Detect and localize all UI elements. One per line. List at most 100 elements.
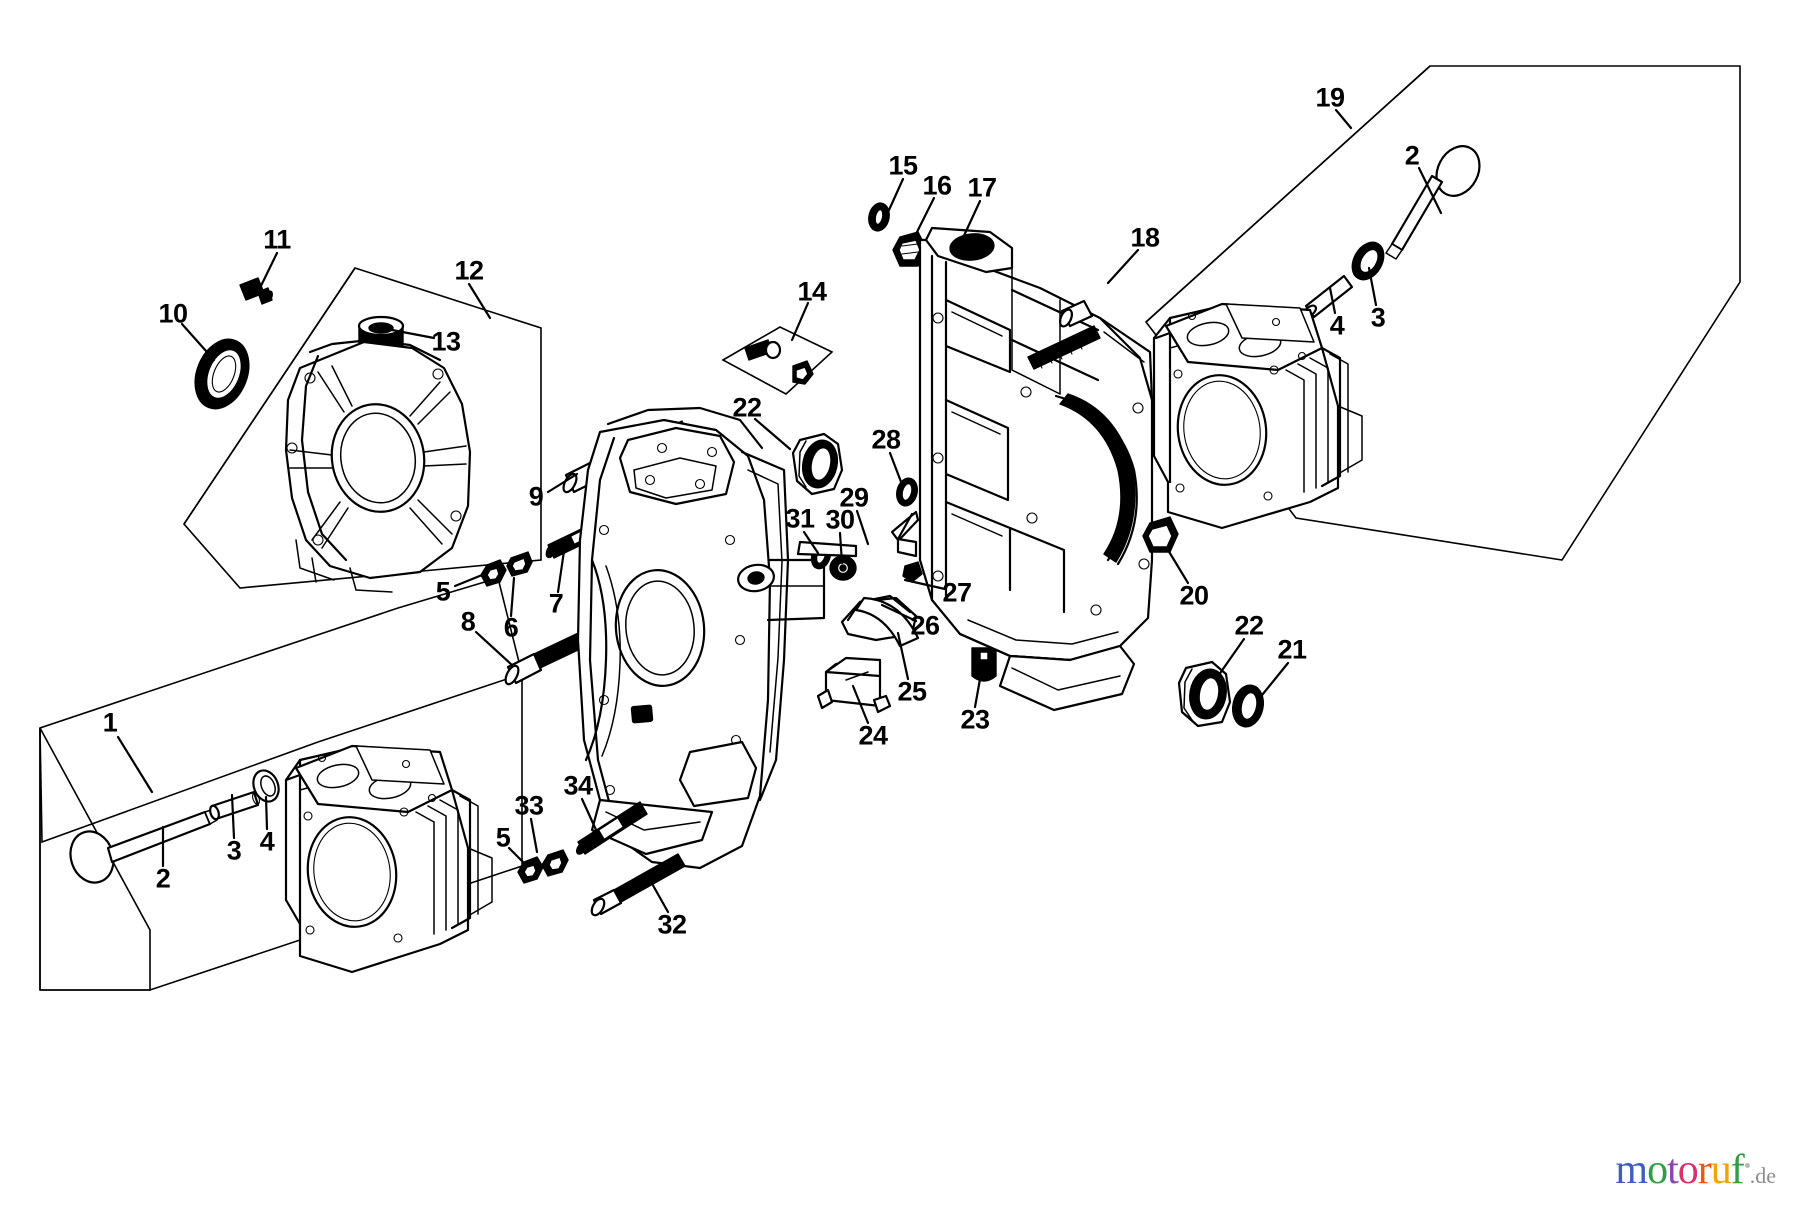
callout-seal-ring: 21 bbox=[1277, 634, 1307, 665]
callout-stud-lower: 34 bbox=[563, 770, 593, 801]
drain-plug-20 bbox=[1142, 516, 1179, 553]
leader-line-stud-bolt bbox=[1106, 248, 1140, 285]
leader-line-lock-washer-center bbox=[453, 571, 489, 588]
leader-line-bushing bbox=[973, 666, 984, 709]
leader-line-hex-head-bolt-short bbox=[546, 472, 579, 494]
callout-cylinder-head-group-left: 1 bbox=[102, 707, 118, 738]
valve-guide-left bbox=[209, 790, 260, 821]
callout-breather-valve: 24 bbox=[858, 720, 888, 751]
leader-line-pin-and-plug-kit bbox=[790, 301, 810, 342]
callout-valve-seal-right: 3 bbox=[1370, 302, 1386, 333]
leader-line-oil-seal-housing-left bbox=[753, 417, 792, 451]
callout-oil-seal-housing-left: 22 bbox=[732, 392, 762, 423]
leader-line-governor-bushing bbox=[390, 328, 436, 340]
leader-line-crankcase bbox=[960, 199, 982, 242]
watermark-letter-f-6: f bbox=[1730, 1147, 1745, 1193]
group-17-crankcase bbox=[868, 202, 1154, 712]
watermark-letter-u-5: u bbox=[1710, 1147, 1732, 1193]
leader-line-washer-small bbox=[838, 531, 844, 565]
watermark-letter-t-2: t bbox=[1667, 1147, 1679, 1193]
group-12-closure-plate bbox=[182, 267, 542, 593]
leader-line-valve-seal-left bbox=[264, 795, 269, 831]
callout-hex-head-bolt-short: 9 bbox=[528, 481, 544, 512]
leader-line-cylinder-head-group-right bbox=[1334, 108, 1353, 130]
callout-stud-bolt: 18 bbox=[1130, 222, 1160, 253]
group-1-left-cylinder-head bbox=[39, 576, 523, 991]
leader-line-valve-seal-right bbox=[1367, 266, 1378, 307]
leader-line-drain-plug bbox=[1166, 548, 1190, 585]
leader-line-oil-seal bbox=[180, 322, 216, 362]
leader-line-baffle-plate bbox=[896, 631, 910, 681]
leader-line-valve-guide-left bbox=[230, 793, 236, 840]
callout-baffle-plate: 25 bbox=[897, 676, 927, 707]
callout-oil-fill-gasket: 15 bbox=[888, 150, 918, 181]
leader-line-stud-lower bbox=[580, 797, 599, 834]
leader-line-washer-lower bbox=[507, 846, 529, 868]
leader-line-oil-fill-plug bbox=[915, 196, 936, 234]
callout-hex-head-bolt-long: 8 bbox=[460, 606, 476, 637]
callout-valve-right: 2 bbox=[1404, 140, 1420, 171]
watermark-letter-o-3: o bbox=[1677, 1147, 1699, 1193]
stud-bolt-18 bbox=[1027, 299, 1101, 370]
oil-seal-10 bbox=[194, 338, 250, 410]
callout-valve-seal-left: 4 bbox=[259, 826, 275, 857]
leader-line-breather-valve bbox=[851, 684, 870, 725]
nut-5 bbox=[480, 559, 507, 587]
callout-lock-washer-lower: 33 bbox=[514, 790, 544, 821]
leader-line-dowel-pin bbox=[556, 549, 566, 594]
callout-governor-bushing: 13 bbox=[431, 326, 461, 357]
oil-seal-housing-22a bbox=[791, 432, 844, 496]
leader-line-oil-pickup-clip bbox=[880, 603, 918, 623]
valve-seal-left bbox=[252, 769, 280, 803]
callout-crankcase: 17 bbox=[967, 172, 997, 203]
watermark-motoruf: motoruf.de bbox=[1615, 1149, 1776, 1191]
watermark-suffix: .de bbox=[1749, 1163, 1776, 1188]
callout-valve-guide-right: 4 bbox=[1329, 310, 1345, 341]
leader-line-valve-guide-right bbox=[1328, 286, 1337, 315]
cylinder-head-casting-left bbox=[284, 744, 493, 974]
screw-11 bbox=[239, 277, 273, 305]
callout-washer-lower: 5 bbox=[495, 822, 511, 853]
leader-line-hex-bolt-lower bbox=[648, 878, 670, 914]
callout-closure-plate-assembly: 12 bbox=[454, 255, 484, 286]
leader-line-grommet bbox=[855, 509, 870, 546]
closure-plate-casting bbox=[284, 338, 472, 593]
watermark-letter-m-0: m bbox=[1615, 1147, 1648, 1193]
callout-oil-pickup-tube: 27 bbox=[942, 577, 972, 608]
leader-line-o-ring bbox=[802, 530, 820, 555]
leader-line-oil-fill-gasket bbox=[887, 177, 905, 212]
callout-lock-washer-center: 5 bbox=[435, 576, 451, 607]
watermark-letter-o-1: o bbox=[1647, 1147, 1668, 1193]
callout-cylinder-head-group-right: 19 bbox=[1315, 82, 1345, 113]
leader-line-screw bbox=[256, 251, 279, 294]
callout-washer: 6 bbox=[503, 612, 519, 643]
leader-line-cylinder-head-group-left bbox=[116, 735, 154, 794]
valve-left bbox=[69, 808, 218, 884]
watermark-letter-r-4: r bbox=[1697, 1147, 1712, 1193]
watermark-dot bbox=[1744, 1163, 1750, 1168]
center-right-small-parts bbox=[791, 432, 997, 714]
leader-line-lock-washer-lower bbox=[529, 817, 539, 854]
leader-line-hex-head-bolt-long bbox=[474, 630, 514, 667]
callout-pin-and-plug-kit: 14 bbox=[797, 276, 827, 307]
leader-line-washer bbox=[509, 576, 516, 618]
leader-line-oil-seal-housing-right bbox=[1214, 637, 1246, 681]
callout-valve-left: 2 bbox=[155, 863, 171, 894]
group-19-right-cylinder-head bbox=[1144, 65, 1741, 561]
callout-breather-gasket: 28 bbox=[871, 424, 901, 455]
lower-hardware bbox=[517, 801, 686, 917]
center-bearing-plate bbox=[576, 406, 826, 870]
callout-grommet: 29 bbox=[839, 482, 869, 513]
callout-valve-guide-left: 3 bbox=[226, 835, 242, 866]
leader-lines bbox=[116, 108, 1443, 914]
callout-drain-plug: 20 bbox=[1179, 580, 1209, 611]
seal-ring-21 bbox=[1231, 684, 1265, 728]
leader-line-seal-ring bbox=[1256, 661, 1290, 702]
cylinder-head-casting-right bbox=[1152, 302, 1363, 530]
washer-6 bbox=[506, 551, 533, 577]
callout-dowel-pin: 7 bbox=[548, 588, 564, 619]
leader-line-closure-plate-assembly bbox=[467, 282, 492, 320]
callout-bushing: 23 bbox=[960, 704, 990, 735]
leader-line-valve-right bbox=[1417, 166, 1443, 215]
